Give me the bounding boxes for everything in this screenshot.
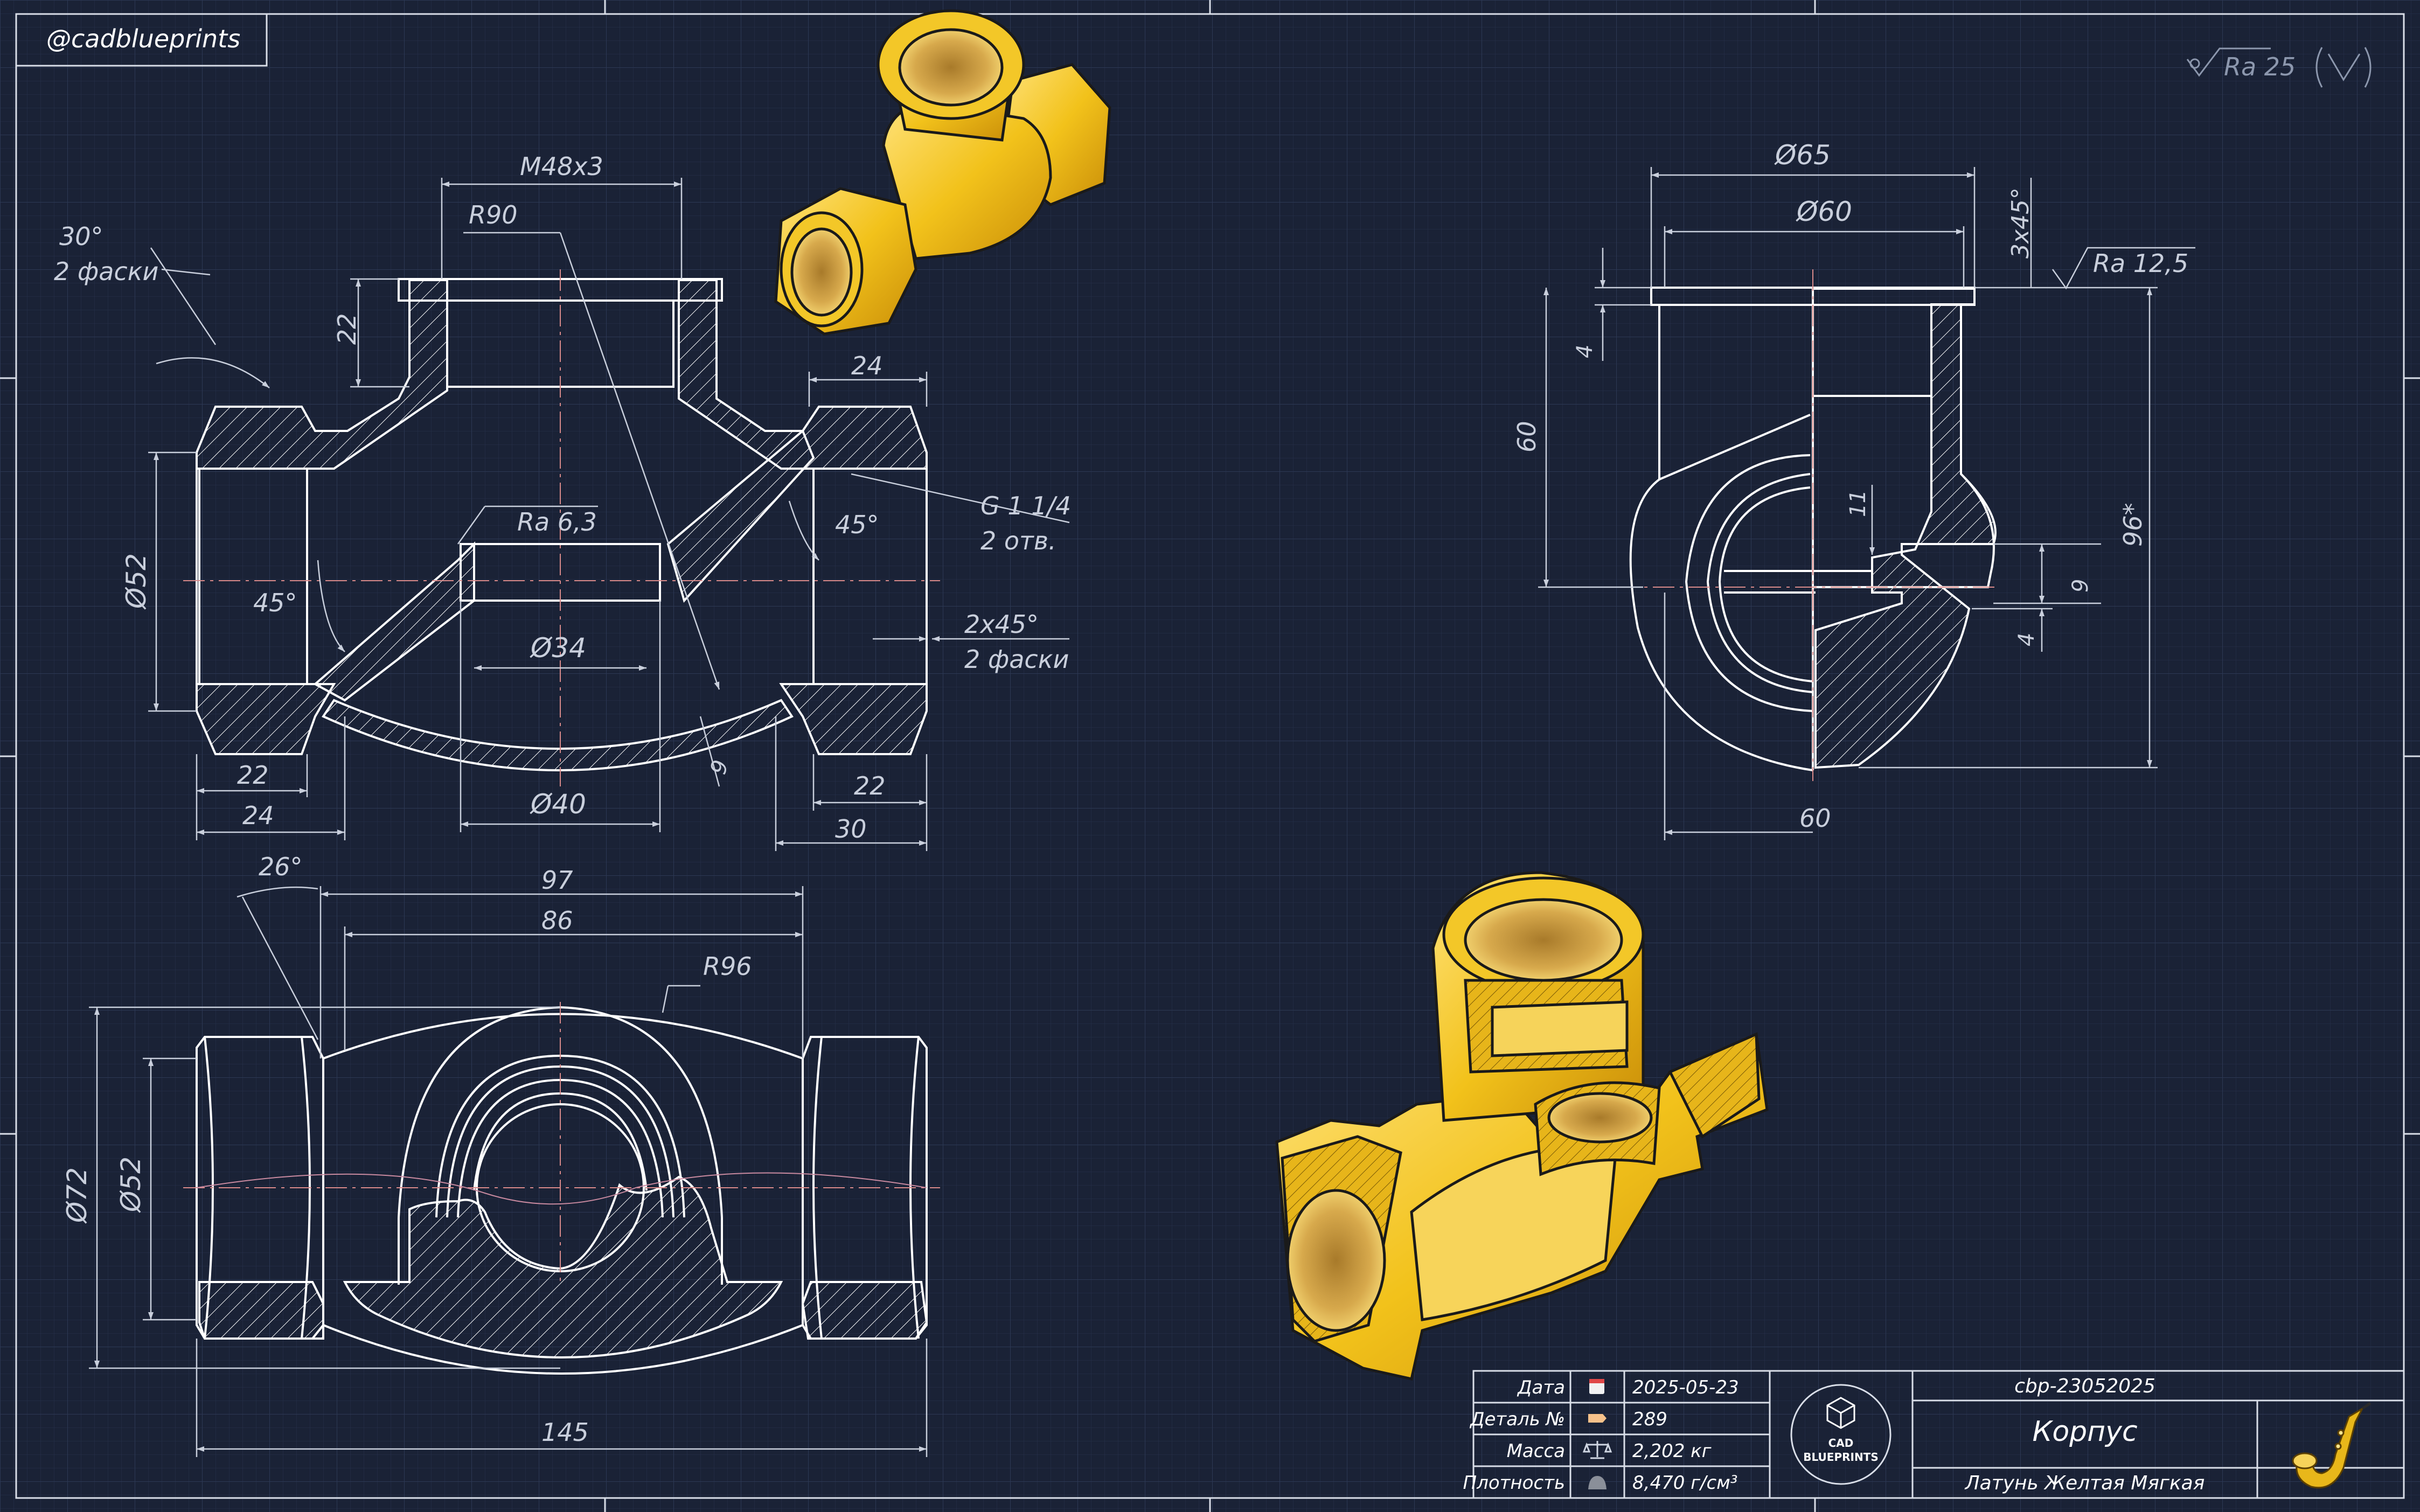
side-view: Ø65 Ø60 3x45° 4 60 11 9 4 96* 60 Ra 12,5 — [1512, 140, 2195, 840]
dia-60-label: Ø60 — [1796, 196, 1852, 227]
thread-top-label: M48x3 — [520, 152, 603, 181]
title-block: CAD BLUEPRINTS Дата Деталь № Масса Плотн… — [1463, 1370, 2405, 1499]
side-dim-9-label: 9 — [2068, 579, 2093, 593]
front-dim-text: M48x3 R90 30° 2 фаски 22 24 Ø52 45° 45° … — [54, 152, 1071, 844]
value-part-no: 289 — [1632, 1409, 1667, 1430]
chamfer2-note-label: 2 фаски — [964, 645, 1069, 674]
iso-render-full — [774, 9, 1111, 336]
front-dimensions — [148, 178, 1070, 851]
weight-icon — [1588, 1476, 1607, 1489]
chamfer-3x45-label: 3x45° — [2007, 187, 2034, 259]
front-view: M48x3 R90 30° 2 фаски 22 24 Ø52 45° 45° … — [54, 152, 1071, 851]
scale-icon — [1582, 1441, 1612, 1459]
cad-logo-circle — [1790, 1384, 1892, 1485]
value-density: 8,470 г/см³ — [1632, 1472, 1737, 1494]
roughness-top-label: Ra 12,5 — [2093, 249, 2188, 278]
part-name: Корпус — [2032, 1416, 2137, 1448]
brand-handle: @cadblueprints — [46, 24, 240, 53]
angle-26-label: 26° — [259, 852, 303, 881]
cad-logo-line1: CAD — [1828, 1437, 1854, 1450]
dia-65-label: Ø65 — [1774, 140, 1831, 171]
dia-52-label: Ø52 — [121, 553, 152, 610]
cad-logo-icon — [1826, 1397, 1855, 1429]
dim-97-label: 97 — [541, 866, 573, 895]
label-density: Плотность — [1463, 1472, 1565, 1494]
thread-g-label: G 1 1/4 — [980, 491, 1071, 520]
title-icons — [1582, 1379, 1612, 1489]
cad-logo-line2: BLUEPRINTS — [1803, 1451, 1878, 1464]
dim-145-label: 145 — [541, 1418, 589, 1447]
saxophone-logo — [2292, 1402, 2372, 1489]
top-break-line — [196, 1172, 927, 1205]
dia-72-label: Ø72 — [61, 1167, 93, 1224]
label-part-no: Деталь № — [1469, 1409, 1565, 1430]
chamfer-note-label: 2 фаски — [54, 257, 158, 286]
top-axes — [183, 1002, 940, 1282]
roughness-bore-label: Ra 6,3 — [517, 507, 597, 536]
top-outline — [196, 1006, 928, 1375]
iso-render-cutaway — [1275, 871, 1769, 1381]
angle-45-right-label: 45° — [835, 510, 879, 539]
front-axes — [183, 269, 940, 786]
label-date: Дата — [1517, 1377, 1565, 1398]
title-labels: Дата Деталь № Масса Плотность — [1463, 1377, 1565, 1494]
front-section-hatch — [196, 279, 928, 771]
side-dim-11-label: 11 — [1846, 490, 1870, 517]
handle-box — [15, 13, 268, 67]
side-dim-60-v-label: 60 — [1512, 421, 1541, 452]
side-dim-text: Ø65 Ø60 3x45° 4 60 11 9 4 96* 60 Ra 12,5 — [1512, 140, 2188, 833]
value-mass: 2,202 кг — [1632, 1440, 1712, 1462]
material-name: Латунь Желтая Мягкая — [1964, 1472, 2205, 1494]
label-mass: Масса — [1507, 1440, 1565, 1462]
side-dim-4-top-label: 4 — [1573, 345, 1597, 358]
dim-22-top-label: 22 — [332, 313, 361, 345]
roughness-general: Ra 25 — [2224, 52, 2296, 81]
radius-r96-label: R96 — [703, 952, 752, 981]
dim-24-bl-label: 24 — [242, 801, 274, 830]
side-dimensions — [1538, 167, 2195, 840]
top-dim-text: 26° 97 86 R96 Ø72 Ø52 145 — [61, 852, 752, 1447]
chamfer-angle-label: 30° — [59, 222, 103, 251]
side-outline — [1629, 287, 1976, 771]
side-dim-4-b-label: 4 — [2014, 633, 2039, 646]
tag-icon — [1588, 1414, 1607, 1423]
top-dia-52-label: Ø52 — [115, 1156, 147, 1213]
title-values: 2025-05-23 289 2,202 кг 8,470 г/см³ — [1632, 1377, 1739, 1494]
dia-40-label: Ø40 — [530, 789, 586, 820]
side-dim-60-h-label: 60 — [1799, 804, 1831, 833]
dia-34-label: Ø34 — [530, 632, 586, 664]
angle-45-left-label: 45° — [253, 588, 297, 617]
chamfer2-label: 2x45° — [964, 610, 1039, 639]
dim-22-bl-label: 22 — [237, 761, 269, 790]
drawing-code: cbp-23052025 — [2014, 1375, 2155, 1397]
side-section-hatch — [1812, 288, 1997, 769]
dim-24-top-label: 24 — [851, 351, 883, 380]
value-date: 2025-05-23 — [1632, 1377, 1739, 1398]
dim-30-br-label: 30 — [835, 814, 867, 844]
top-dimensions — [89, 886, 928, 1457]
general-roughness — [2186, 47, 2372, 88]
dim-86-label: 86 — [541, 906, 573, 935]
side-dim-96-label: 96* — [2118, 503, 2147, 547]
thread-g-note-label: 2 отв. — [980, 526, 1056, 555]
top-view: 26° 97 86 R96 Ø72 Ø52 145 — [61, 852, 940, 1457]
dim-22-br-label: 22 — [854, 771, 886, 800]
radius-r90-label: R90 — [469, 200, 518, 229]
